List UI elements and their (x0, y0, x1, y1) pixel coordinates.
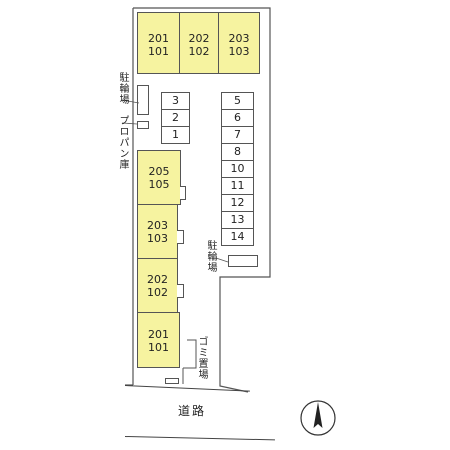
unit-number-lower: 103 (147, 232, 168, 245)
parking-slot: 2 (161, 109, 190, 127)
bicycle-rack-left (137, 85, 149, 115)
building-b-unit-3: 203 103 (218, 12, 260, 74)
unit-number-upper: 203 (147, 219, 168, 232)
bicycle-parking-left-label: 駐輪場 (117, 72, 128, 105)
unit-number-upper: 203 (228, 32, 250, 45)
building-b-unit-1: 201 101 (137, 12, 180, 74)
building-a-unit-1: 205 105 (137, 150, 181, 205)
unit-number-upper: 205 (148, 165, 170, 178)
unit-number-lower: 102 (188, 45, 210, 58)
parking-slot: 6 (221, 109, 254, 127)
propane-box (137, 121, 149, 129)
parking-slot: 10 (221, 160, 254, 178)
north-arrow-icon (300, 400, 336, 436)
balcony (177, 284, 184, 298)
unit-number-lower: 102 (147, 286, 168, 299)
building-a-unit-2: 203 103 (137, 204, 178, 259)
parking-slot: 5 (221, 92, 254, 110)
building-b-unit-2: 202 102 (179, 12, 219, 74)
balcony (180, 186, 186, 200)
garbage-area-label: ゴミ置場 (196, 336, 207, 380)
building-a-unit-3: 202 102 (137, 258, 178, 313)
propane-storage-label: プロパン庫 (117, 115, 128, 170)
building-a-unit-4: 201 101 (137, 312, 180, 368)
bicycle-rack-right (228, 255, 258, 267)
parking-slot: 14 (221, 228, 254, 246)
unit-number-upper: 201 (148, 328, 169, 341)
unit-number-upper: 202 (188, 32, 210, 45)
balcony (177, 230, 184, 244)
bicycle-parking-right-label: 駐輪場 (205, 240, 216, 273)
unit-number-lower: 101 (148, 45, 169, 58)
parking-slot: 8 (221, 143, 254, 161)
unit-number-upper: 202 (147, 273, 168, 286)
road-label: 道路 (178, 404, 207, 418)
unit-number-upper: 201 (148, 32, 169, 45)
parking-slot: 13 (221, 211, 254, 229)
unit-number-lower: 105 (148, 178, 170, 191)
parking-slot: 12 (221, 194, 254, 212)
unit-number-lower: 103 (228, 45, 250, 58)
parking-slot: 1 (161, 126, 190, 144)
unit-number-lower: 101 (148, 341, 169, 354)
garbage-box (165, 378, 179, 384)
parking-slot: 3 (161, 92, 190, 110)
parking-slot: 11 (221, 177, 254, 195)
parking-slot: 7 (221, 126, 254, 144)
